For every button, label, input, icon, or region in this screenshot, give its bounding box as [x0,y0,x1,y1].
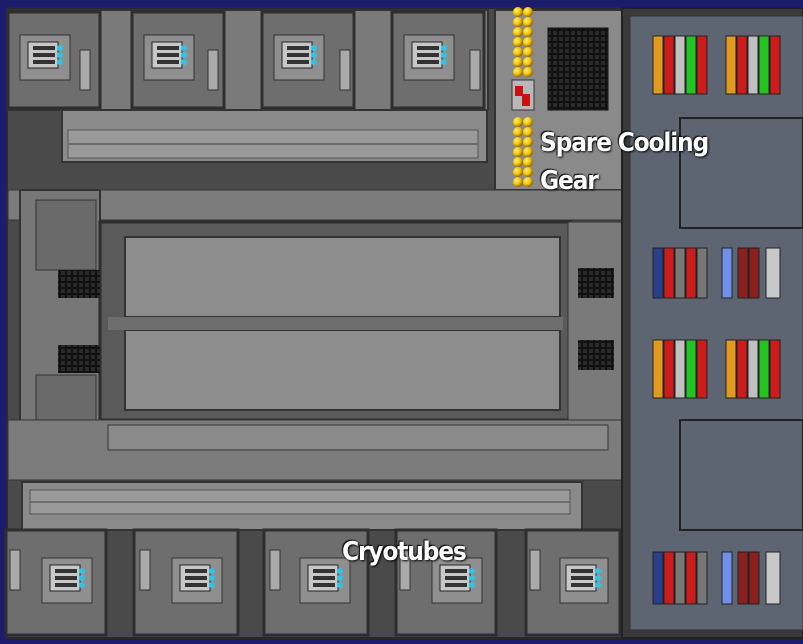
cryotube-icon[interactable] [49,564,85,592]
cryotube-icon[interactable] [151,41,187,69]
cryo-room [260,10,356,110]
crate-icon[interactable] [652,339,781,399]
cryo-room [130,10,226,110]
top-pipe-corridor [61,109,488,163]
cryo-room [4,528,108,637]
cryo-room [390,10,486,110]
cryotube-icon[interactable] [179,564,215,592]
cooling-gear-icon[interactable] [511,7,535,187]
cryo-room [394,528,498,637]
spare-cooling-label-line1: Spare Cooling [540,128,709,158]
crate-icon[interactable] [725,35,781,95]
spare-cooling-label-line2: Gear [540,166,599,196]
server-rack-icon [547,27,609,111]
cryo-room [132,528,240,637]
cryo-room [262,528,370,637]
cryotube-icon[interactable] [439,564,475,592]
cryotube-icon[interactable] [307,564,343,592]
storage-hall [621,7,803,639]
crate-icon[interactable] [652,35,708,95]
cryo-room [524,528,622,637]
top-cryo-rooms [6,9,489,111]
cryotubes-label: Cryotubes [342,537,467,567]
cryotube-icon[interactable] [565,564,601,592]
crate-icon[interactable] [652,247,781,299]
cryotube-icon[interactable] [411,41,447,69]
spare-cooling-gear-room [494,7,623,191]
cryotube-icon[interactable] [281,41,317,69]
crate-icon[interactable] [652,551,781,605]
bottom-pipe-corridor [21,481,583,531]
spare-cooling-gear-label: Spare Cooling Gear [540,124,709,200]
bottom-cryo-rooms [4,528,622,637]
cryo-room [6,10,102,110]
cryotube-icon[interactable] [27,41,63,69]
central-hall [7,189,623,481]
